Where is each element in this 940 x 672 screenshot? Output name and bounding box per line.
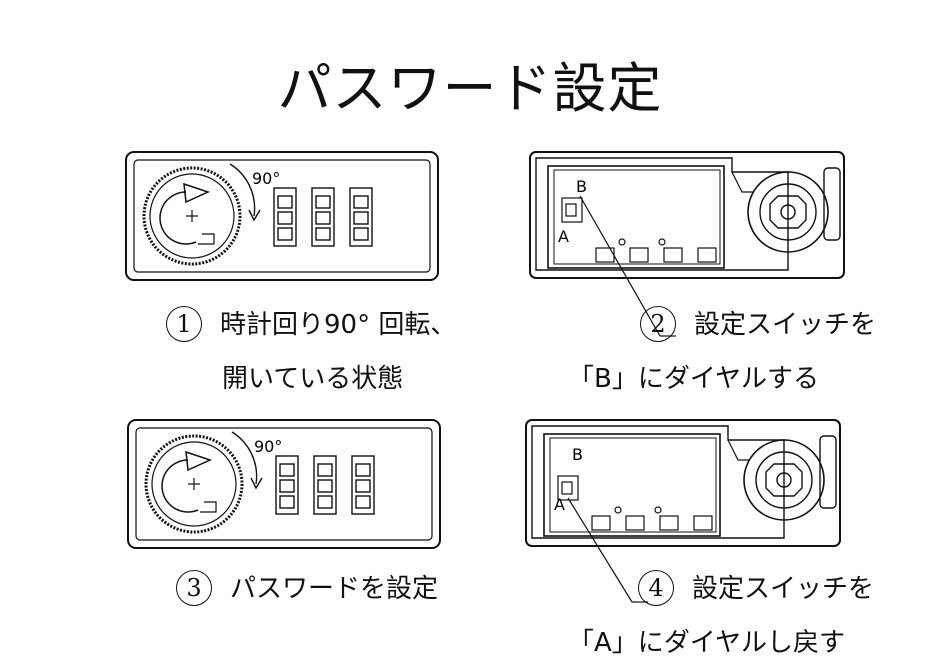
step-4-caption: 4 設定スイッチを <box>638 568 874 608</box>
switch-label-a: A <box>554 495 565 514</box>
step-1-caption: 1 時計回り90° 回転、 <box>166 304 456 344</box>
step-text: パスワードを設定 <box>230 574 439 604</box>
angle-label: 90° <box>254 437 282 456</box>
step-number: 1 <box>166 305 202 342</box>
switch-label-b: B <box>572 445 583 464</box>
step-4-caption-line2: 「A」にダイヤルし戻す <box>568 628 846 658</box>
step-2-caption-line2: 「B」にダイヤルする <box>568 364 820 394</box>
angle-label: 90° <box>252 169 280 188</box>
switch-label-a: A <box>558 227 569 246</box>
step-text: 設定スイッチを <box>694 310 877 340</box>
lock-front-diagram-1: 90° <box>125 151 439 281</box>
switch-label-b: B <box>576 177 587 196</box>
step-1-caption-line2: 開いている状態 <box>222 364 404 394</box>
step-text: 時計回り90° 回転、 <box>220 310 457 340</box>
page-title: パスワード設定 <box>277 57 663 120</box>
step-3-caption: 3 パスワードを設定 <box>176 568 438 608</box>
lock-inside-diagram-4: B A <box>525 419 841 603</box>
lock-inside-diagram-2: B A <box>529 151 845 337</box>
step-number: 2 <box>640 305 676 342</box>
step-2-caption: 2 設定スイッチを <box>640 304 876 344</box>
lock-front-diagram-3: 90° <box>127 419 441 549</box>
step-text: 設定スイッチを <box>692 574 875 604</box>
step-number: 4 <box>638 569 674 606</box>
step-number: 3 <box>176 569 212 606</box>
